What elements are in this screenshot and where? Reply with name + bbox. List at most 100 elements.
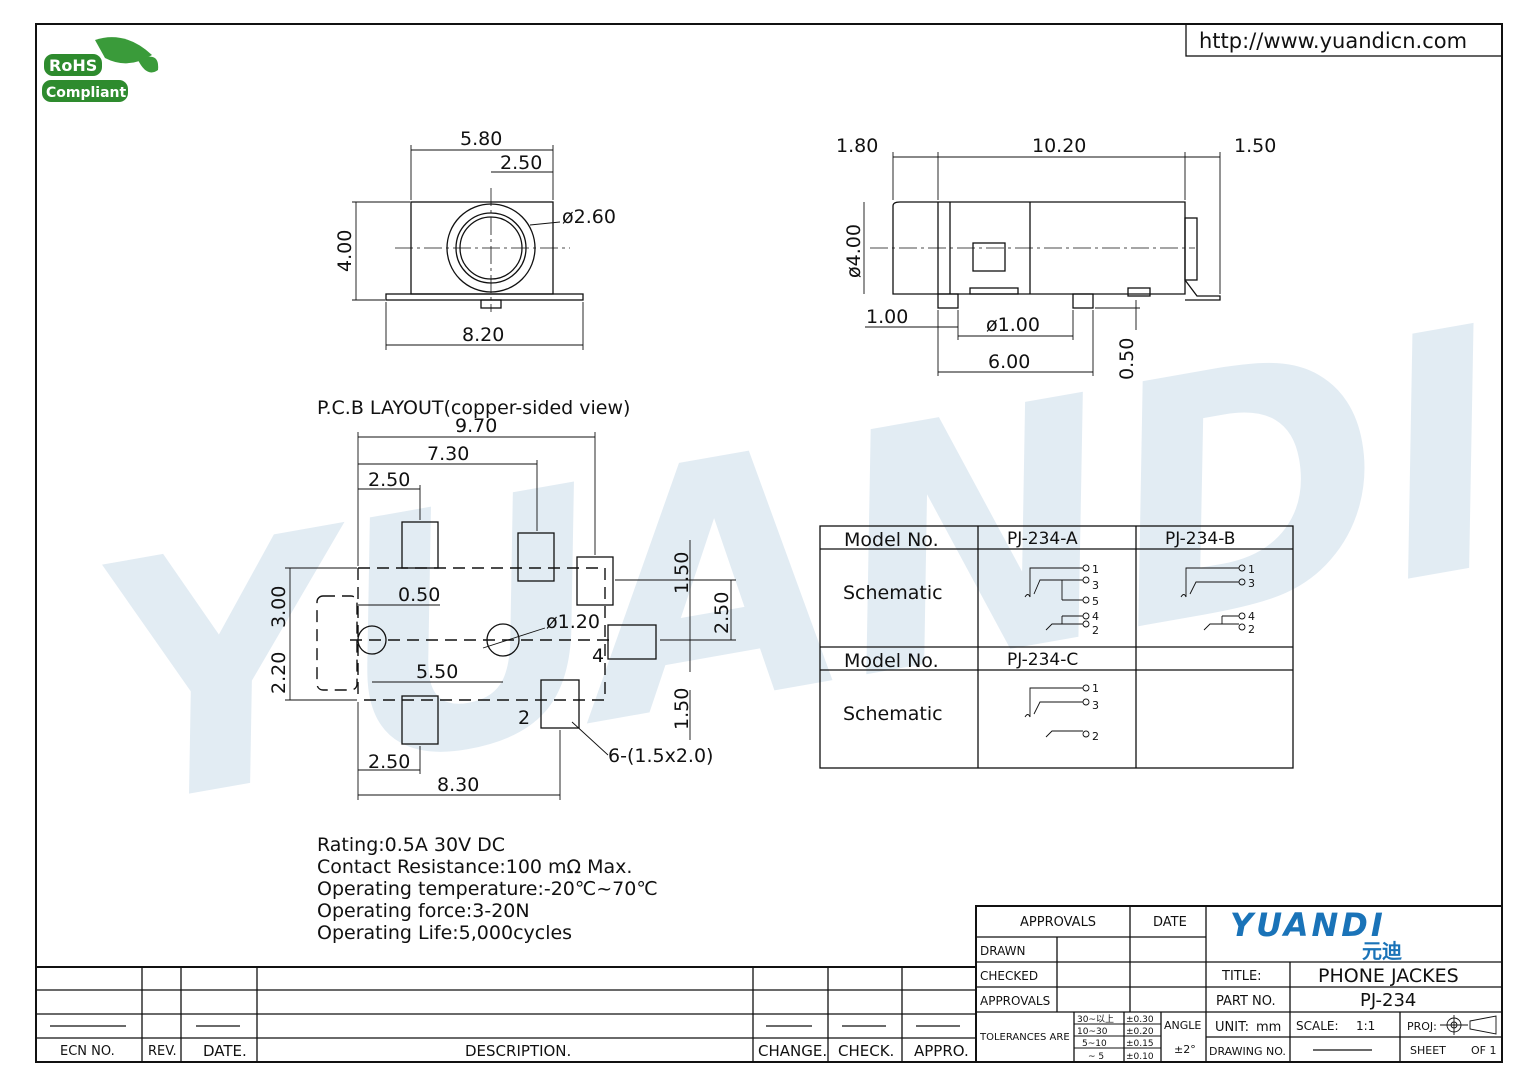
spec-line: Rating:0.5A 30V DC <box>317 834 505 856</box>
svg-text:2.20: 2.20 <box>268 652 290 694</box>
revision-block: ECN NO. REV. DATE. DESCRIPTION. CHANGE. … <box>36 966 976 1062</box>
svg-text:Compliant: Compliant <box>46 85 127 101</box>
svg-text:Model No.: Model No. <box>844 529 939 551</box>
svg-text:RoHS: RoHS <box>49 56 97 75</box>
spec-line: Operating force:3-20N <box>317 900 530 922</box>
svg-text:CHECKED: CHECKED <box>980 969 1038 983</box>
svg-text:2: 2 <box>518 707 530 729</box>
website-url[interactable]: http://www.yuandicn.com <box>1199 29 1467 53</box>
pad <box>401 521 439 569</box>
brand-logo: YUANDI <box>1230 906 1386 944</box>
specifications: Rating:0.5A 30V DC Contact Resistance:10… <box>317 834 658 944</box>
svg-text:Schematic: Schematic <box>843 582 943 604</box>
svg-text:APPROVALS: APPROVALS <box>1020 915 1096 930</box>
svg-text:DESCRIPTION.: DESCRIPTION. <box>465 1042 571 1060</box>
svg-text:CHANGE.: CHANGE. <box>758 1042 827 1060</box>
pcb-layout: P.C.B LAYOUT(copper-sided view) 4 2 9.70… <box>268 397 736 800</box>
title-block: APPROVALS DATE DRAWN CHECKED APPROVALS Y… <box>975 905 1503 1063</box>
rohs-logo: RoHS Compliant <box>42 37 159 102</box>
svg-text:6-(1.5x2.0): 6-(1.5x2.0) <box>608 745 713 767</box>
svg-text:0.50: 0.50 <box>1116 338 1138 380</box>
svg-text:2: 2 <box>1092 624 1099 637</box>
svg-text:±0.20: ±0.20 <box>1126 1027 1154 1037</box>
svg-text:5: 5 <box>1092 595 1099 608</box>
svg-text:2.50: 2.50 <box>368 751 410 773</box>
svg-text:3: 3 <box>1092 699 1099 712</box>
part-number: PJ-234 <box>1360 990 1416 1011</box>
pcb-layout-title: P.C.B LAYOUT(copper-sided view) <box>317 397 630 419</box>
svg-text:2.50: 2.50 <box>368 469 410 491</box>
svg-text:1: 1 <box>1092 563 1099 576</box>
spec-line: Contact Resistance:100 mΩ Max. <box>317 856 632 878</box>
svg-text:元迪: 元迪 <box>1362 939 1402 963</box>
svg-text:~ 5: ~ 5 <box>1088 1052 1104 1062</box>
svg-text:2.50: 2.50 <box>500 152 542 174</box>
spec-line: Operating temperature:-20℃~70℃ <box>317 878 658 900</box>
svg-text:PJ-234-B: PJ-234-B <box>1165 529 1235 549</box>
svg-text:±0.10: ±0.10 <box>1126 1052 1154 1062</box>
svg-text:5~10: 5~10 <box>1082 1039 1107 1049</box>
svg-text:1.50: 1.50 <box>671 688 693 730</box>
front-view: 5.80 2.50 ø2.60 4.00 8.20 <box>334 128 616 350</box>
sheet-border <box>35 23 1503 1063</box>
svg-text:1.80: 1.80 <box>836 135 878 157</box>
svg-text:6.00: 6.00 <box>988 351 1030 373</box>
svg-text:ø4.00: ø4.00 <box>843 224 865 278</box>
pad <box>401 695 439 745</box>
side-view: 1.80 10.20 1.50 ø4.00 1.00 ø1.00 6.00 0.… <box>836 135 1276 380</box>
svg-text:TITLE:: TITLE: <box>1221 969 1262 984</box>
svg-text:1.50: 1.50 <box>671 552 693 594</box>
svg-text:10~30: 10~30 <box>1077 1027 1108 1037</box>
svg-text:UNIT:: UNIT: <box>1215 1020 1249 1035</box>
pad <box>576 556 614 606</box>
svg-text:DATE.: DATE. <box>203 1042 247 1060</box>
svg-text:PJ-234-A: PJ-234-A <box>1007 529 1078 549</box>
svg-text:PJ-234-C: PJ-234-C <box>1007 650 1078 670</box>
svg-text:9.70: 9.70 <box>455 415 497 437</box>
spec-line: Operating Life:5,000cycles <box>317 922 572 944</box>
svg-text:±0.15: ±0.15 <box>1126 1039 1154 1049</box>
svg-text:8.20: 8.20 <box>462 324 504 346</box>
svg-text:ANGLE: ANGLE <box>1164 1019 1201 1032</box>
svg-text:1: 1 <box>1092 682 1099 695</box>
svg-text:PART NO.: PART NO. <box>1216 994 1276 1009</box>
svg-text:4: 4 <box>1092 610 1099 623</box>
svg-text:±2°: ±2° <box>1174 1043 1196 1056</box>
svg-text:DRAWN: DRAWN <box>980 944 1026 958</box>
svg-text:10.20: 10.20 <box>1032 135 1086 157</box>
svg-text:ø1.20: ø1.20 <box>546 611 600 633</box>
svg-text:Schematic: Schematic <box>843 703 943 725</box>
svg-text:DATE: DATE <box>1153 915 1187 930</box>
svg-text:APPRO.: APPRO. <box>914 1042 969 1060</box>
svg-text:DRAWING NO.: DRAWING NO. <box>1209 1045 1286 1058</box>
svg-text:REV.: REV. <box>148 1044 177 1059</box>
svg-text:SHEET: SHEET <box>1410 1044 1446 1057</box>
svg-text:7.30: 7.30 <box>427 443 469 465</box>
svg-text:1: 1 <box>1248 563 1255 576</box>
model-table: Model No. PJ-234-A PJ-234-B Schematic Mo… <box>819 525 1294 769</box>
leaf-icon <box>95 37 152 64</box>
svg-text:3.00: 3.00 <box>268 586 290 628</box>
svg-text:30~以上: 30~以上 <box>1077 1014 1114 1025</box>
svg-text:3: 3 <box>1092 579 1099 592</box>
projection-symbol-icon <box>1440 1015 1497 1035</box>
schematic-c: 1 3 2 <box>1024 682 1099 743</box>
svg-text:APPROVALS: APPROVALS <box>980 994 1050 1008</box>
svg-text:2: 2 <box>1092 730 1099 743</box>
svg-text:2: 2 <box>1248 623 1255 636</box>
svg-text:OF 1: OF 1 <box>1471 1044 1496 1057</box>
svg-text:TOLERANCES ARE: TOLERANCES ARE <box>979 1032 1070 1043</box>
website-box <box>1185 23 1503 57</box>
svg-text:8.30: 8.30 <box>437 774 479 796</box>
pad <box>607 624 657 660</box>
pad <box>517 532 555 582</box>
svg-text:0.50: 0.50 <box>398 584 440 606</box>
svg-text:ø1.00: ø1.00 <box>986 314 1040 336</box>
pad <box>540 679 580 729</box>
svg-text:PROJ:: PROJ: <box>1407 1020 1437 1033</box>
svg-text:mm: mm <box>1256 1020 1281 1035</box>
svg-text:4: 4 <box>592 645 604 667</box>
svg-text:4: 4 <box>1248 610 1255 623</box>
svg-text:1.00: 1.00 <box>866 306 908 328</box>
svg-text:Model No.: Model No. <box>844 650 939 672</box>
